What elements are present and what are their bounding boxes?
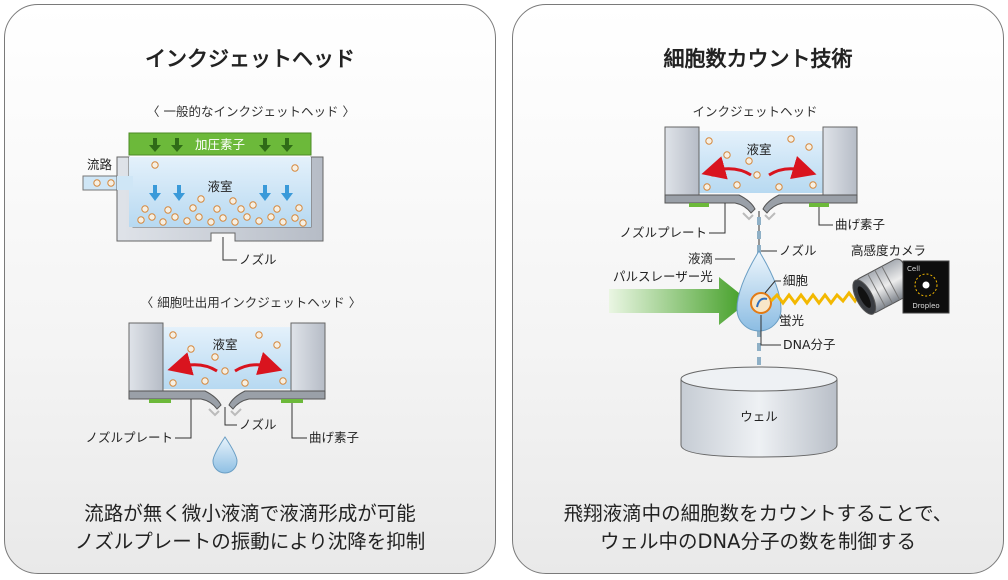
nozzle-plate-label: ノズルプレート	[619, 225, 707, 240]
laser-label: パルスレーザー光	[613, 269, 713, 284]
nozzle-plate-label: ノズルプレート	[85, 430, 173, 445]
chamber-label-bottom: 液室	[212, 337, 237, 352]
panel-title: インクジェットヘッド	[145, 47, 355, 71]
flow-path-label: 流路	[87, 157, 113, 172]
camera-image-thumbnail: Cell Dropleo	[902, 260, 950, 314]
chamber-label-top: 液室	[207, 179, 232, 194]
nozzle-label-top: ノズル	[239, 252, 277, 267]
cell-label: 細胞	[783, 273, 809, 288]
cell	[750, 292, 772, 314]
general-head: 加圧素子	[82, 132, 324, 267]
nozzle-label: ノズル	[779, 243, 817, 258]
piezo-label: 加圧素子	[195, 137, 245, 152]
caption: 飛翔液滴中の細胞数をカウントすることで、 ウェル中のDNA分子の数を制御する	[513, 500, 1003, 556]
general-head-label: 〈 一般的なインクジェットヘッド 〉	[147, 104, 355, 119]
droplet	[212, 436, 238, 474]
well-label: ウェル	[740, 409, 778, 424]
panel-cell-counting: 細胞数カウント技術	[512, 4, 1004, 574]
caption-line-1: 飛翔液滴中の細胞数をカウントすることで、	[563, 502, 953, 525]
caption: 流路が無く微小液滴で液滴形成が可能 ノズルプレートの振動により沈降を抑制	[5, 500, 495, 556]
high-sensitivity-camera	[852, 258, 916, 315]
chamber-label: 液室	[746, 142, 771, 157]
fluorescence-wave	[769, 290, 863, 306]
thumbnail-cell-text: Cell	[907, 265, 920, 273]
droplet	[736, 250, 782, 332]
dna-label: DNA分子	[783, 337, 836, 352]
panel-inkjet-head: インクジェットヘッド 〈 一般的なインクジェットヘッド 〉	[4, 4, 496, 574]
caption-line-1: 流路が無く微小液滴で液滴形成が可能	[84, 502, 416, 525]
caption-line-2: ノズルプレートの振動により沈降を抑制	[74, 530, 426, 553]
bend-element-label: 曲げ素子	[835, 217, 885, 232]
cell-head-label: 〈 細胞吐出用インクジェットヘッド 〉	[141, 295, 361, 310]
inkjet-head: 液室	[664, 126, 858, 221]
laser-beam	[609, 277, 749, 325]
thumbnail-brand-text: Dropleo	[912, 302, 939, 310]
nozzle-label-bottom: ノズル	[239, 417, 277, 432]
caption-line-2: ウェル中のDNA分子の数を制御する	[600, 530, 916, 553]
cell-count-diagram: インクジェットヘッド 液室 ノズルプレート 曲げ素子	[609, 104, 950, 458]
well: ウェル	[680, 366, 838, 458]
inkjet-diagram: 〈 一般的なインクジェットヘッド 〉 加圧素子	[82, 104, 361, 474]
head-label: インクジェットヘッド	[692, 104, 817, 119]
droplet-label: 液滴	[688, 251, 713, 266]
panel-title: 細胞数カウント技術	[663, 47, 853, 71]
camera-label: 高感度カメラ	[851, 243, 926, 258]
fluorescence-label: 蛍光	[779, 313, 804, 328]
bend-element-label: 曲げ素子	[309, 430, 359, 445]
cell-ejection-head: 液室 ノズルプレート ノズル 曲げ素子	[85, 322, 359, 474]
